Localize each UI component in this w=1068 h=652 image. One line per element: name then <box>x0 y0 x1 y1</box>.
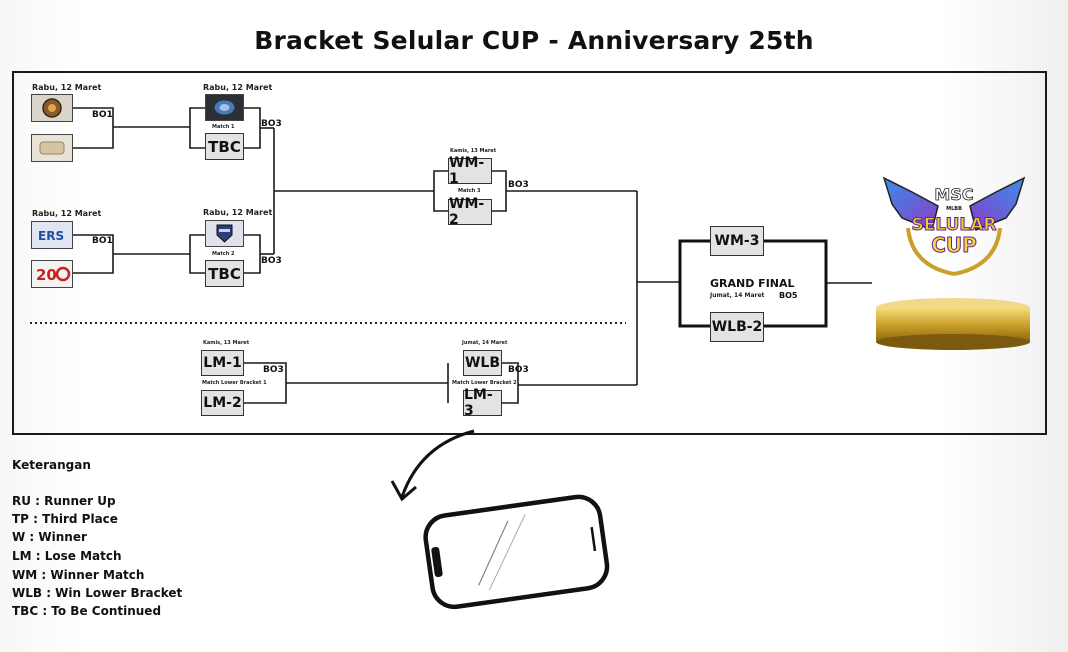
curved-arrow-icon <box>400 429 475 498</box>
qf-top-tbc-slot[interactable]: TBC <box>205 133 244 160</box>
wlb-slot[interactable]: WLB <box>463 350 502 376</box>
legend-item: WLB : Win Lower Bracket <box>12 586 183 600</box>
wlb-match-label: Match Lower Bracket 2 <box>452 380 517 386</box>
trophy-cup-text: CUP <box>931 233 977 257</box>
qf-top-format: BO3 <box>261 119 282 129</box>
legend-item: RU : Runner Up <box>12 494 116 508</box>
ers-logo-icon: ERS <box>32 222 72 248</box>
legend-item: WM : Winner Match <box>12 568 145 582</box>
rotate-phone-hint <box>390 429 610 610</box>
shield-logo-icon <box>32 95 72 121</box>
match-1-label: Match 1 <box>212 124 235 130</box>
lm-match-label: Match Lower Bracket 1 <box>202 380 267 386</box>
lm-2-slot[interactable]: LM-2 <box>201 390 244 416</box>
team-logo-3[interactable]: ERS <box>31 221 73 249</box>
qf-top-date: Rabu, 12 Maret <box>203 83 273 92</box>
scroll-logo-icon <box>32 135 72 161</box>
wm-1-slot[interactable]: WM-1 <box>448 155 492 187</box>
wm-format: BO3 <box>508 180 529 190</box>
r1-top-date: Rabu, 12 Maret <box>32 83 102 92</box>
wlb-date: Jumat, 14 Maret <box>462 340 508 346</box>
team-logo-qf-top[interactable] <box>205 94 244 121</box>
qf-bottom-tbc-slot[interactable]: TBC <box>205 260 244 287</box>
wm-3-slot[interactable]: WM-3 <box>710 226 764 256</box>
wlb-2-slot[interactable]: WLB-2 <box>710 312 764 342</box>
lm-date: Kamis, 13 Maret <box>203 340 250 346</box>
trophy-top-text: MSC <box>934 185 973 204</box>
r1-top-format: BO1 <box>92 110 113 120</box>
lm-3-slot[interactable]: LM-3 <box>463 387 502 419</box>
page-title: Bracket Selular CUP - Anniversary 25th <box>254 26 814 55</box>
wm-2-slot[interactable]: WM-2 <box>448 196 492 228</box>
legend-item: LM : Lose Match <box>12 549 122 563</box>
anniversary-logo-icon: 20 <box>32 261 72 287</box>
team-logo-4[interactable]: 20 <box>31 260 73 288</box>
r1-bottom-date: Rabu, 12 Maret <box>32 209 102 218</box>
lm-1-slot[interactable]: LM-1 <box>201 350 244 376</box>
phone-icon <box>423 494 610 610</box>
team-logo-qf-bottom[interactable] <box>205 220 244 247</box>
legend-item: TP : Third Place <box>12 512 118 526</box>
r1-bottom-logo1-text: ERS <box>38 229 64 243</box>
legend-title: Keterangan <box>12 458 91 472</box>
bracket-frame <box>12 71 1047 435</box>
grand-final-date: Jumat, 14 Maret <box>710 292 765 299</box>
team-badge-icon <box>206 95 243 120</box>
team-crest-icon <box>206 221 243 246</box>
team-logo-2[interactable] <box>31 134 73 162</box>
grand-final-title: GRAND FINAL <box>710 277 795 290</box>
team-logo-1[interactable] <box>31 94 73 122</box>
trophy-small-text: MLBB <box>946 206 962 212</box>
match-2-label: Match 2 <box>212 251 235 257</box>
wlb-format: BO3 <box>508 365 529 375</box>
wm-date: Kamis, 13 Maret <box>450 148 497 154</box>
r1-bottom-format: BO1 <box>92 236 113 246</box>
match-3-label: Match 3 <box>458 188 481 194</box>
qf-bottom-date: Rabu, 12 Maret <box>203 208 273 217</box>
qf-bottom-format: BO3 <box>261 256 282 266</box>
trophy-icon: MSC MLBB SELULAR CUP <box>876 176 1030 350</box>
grand-final-format: BO5 <box>779 291 798 300</box>
r1-bottom-logo2-text: 20 <box>36 266 57 284</box>
legend-item: TBC : To Be Continued <box>12 604 162 618</box>
legend-item: W : Winner <box>12 530 87 544</box>
lm-format: BO3 <box>263 365 284 375</box>
trophy-main-text: SELULAR <box>912 215 997 235</box>
